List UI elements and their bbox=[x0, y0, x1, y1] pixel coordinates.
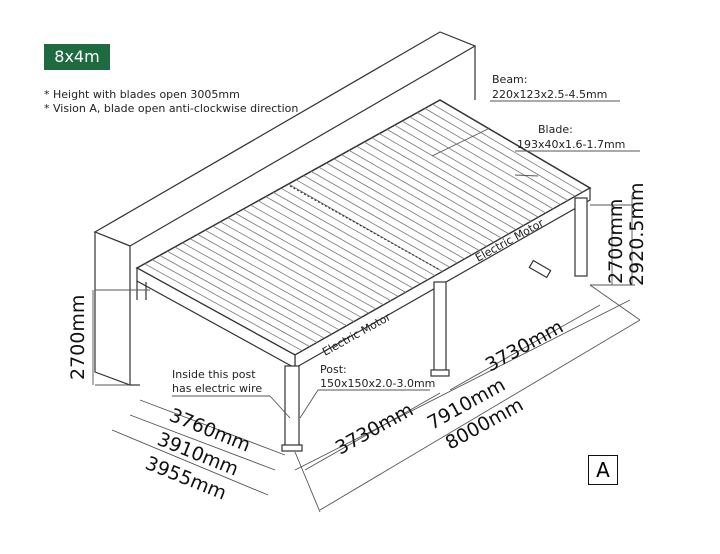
blade bbox=[250, 204, 406, 293]
blade bbox=[417, 112, 569, 201]
note-vision: * Vision A, blade open anti-clockwise di… bbox=[44, 102, 299, 115]
blade bbox=[220, 221, 377, 310]
blade bbox=[341, 154, 495, 243]
blade bbox=[265, 196, 421, 285]
blade bbox=[258, 200, 414, 289]
blade bbox=[273, 192, 428, 281]
blade bbox=[364, 141, 517, 231]
note-height: * Height with blades open 3005mm bbox=[44, 88, 240, 101]
roof bbox=[135, 99, 592, 370]
blade bbox=[295, 179, 451, 268]
blade bbox=[167, 250, 325, 339]
dim-height-left: 2700mm bbox=[67, 295, 89, 380]
view-label: A bbox=[588, 455, 618, 485]
blade bbox=[409, 116, 561, 206]
beam-spec: 220x123x2.5-4.5mm bbox=[492, 88, 607, 101]
blade bbox=[386, 129, 539, 218]
blade bbox=[432, 103, 583, 193]
post-label: Post: bbox=[320, 363, 347, 376]
blade bbox=[204, 229, 362, 318]
blade bbox=[197, 234, 355, 322]
blade-spec: 193x40x1.6-1.7mm bbox=[517, 138, 625, 151]
wire-note-2: has electric wire bbox=[172, 382, 262, 395]
blade bbox=[371, 137, 524, 226]
dimension-lines bbox=[92, 100, 641, 513]
blade bbox=[280, 187, 436, 277]
dim-span-right: 3730mm bbox=[482, 316, 567, 377]
dim-span-left: 3730mm bbox=[332, 399, 417, 460]
blade bbox=[318, 166, 473, 256]
blade bbox=[212, 225, 369, 314]
posts bbox=[136, 197, 588, 452]
blade-label: Blade: bbox=[538, 123, 573, 136]
blade bbox=[326, 162, 480, 251]
blade bbox=[394, 124, 546, 214]
notes: * Height with blades open 3005mm * Visio… bbox=[44, 88, 298, 116]
blade bbox=[189, 238, 347, 327]
blade bbox=[174, 246, 333, 335]
post-spec: 150x150x2.0-3.0mm bbox=[320, 377, 435, 390]
beam-label: Beam: bbox=[492, 73, 527, 86]
blade bbox=[356, 145, 510, 235]
blade bbox=[151, 259, 310, 348]
blade bbox=[144, 263, 303, 352]
blade bbox=[311, 171, 465, 260]
size-badge: 8x4m bbox=[44, 44, 110, 70]
remote-control-icon bbox=[528, 259, 552, 279]
blade bbox=[401, 120, 554, 210]
blade bbox=[424, 108, 576, 197]
blade bbox=[303, 175, 458, 264]
blade bbox=[242, 208, 399, 297]
blade bbox=[333, 158, 487, 247]
blade bbox=[235, 213, 392, 302]
blade bbox=[182, 242, 340, 331]
blade bbox=[159, 255, 318, 343]
blade bbox=[379, 133, 532, 222]
blade bbox=[348, 150, 502, 239]
dim-height-total: 2920.5mm bbox=[626, 183, 648, 287]
dim-height-right: 2700mm bbox=[605, 199, 627, 284]
wire-note-1: Inside this post bbox=[172, 368, 256, 381]
wall-face bbox=[94, 231, 131, 386]
blade bbox=[227, 217, 384, 306]
